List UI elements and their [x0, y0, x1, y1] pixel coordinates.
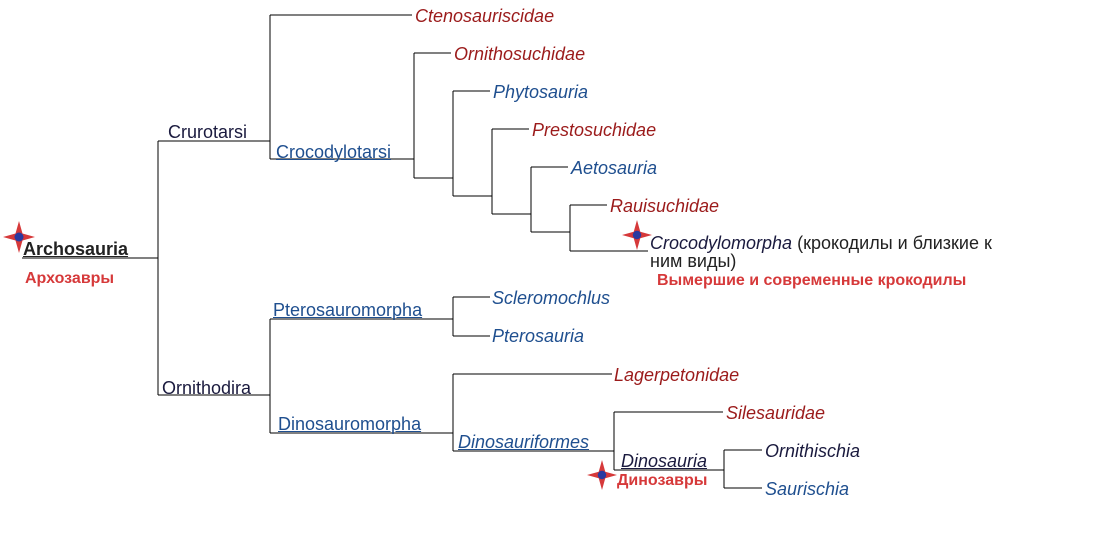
label-crocodylomorpha-note-cont: ним виды) [650, 251, 737, 271]
label-crocodylotarsi: Crocodylotarsi [276, 142, 392, 162]
label-archosauria: Archosauria [23, 239, 129, 259]
label-crocodylomorpha-note: (крокодилы и близкие к [792, 233, 992, 253]
label-pterosauria: Pterosauria [492, 326, 585, 346]
label-dinosauromorpha: Dinosauromorpha [278, 414, 422, 434]
label-ornithosuchidae: Ornithosuchidae [454, 44, 586, 64]
label-scleromochlus: Scleromochlus [492, 288, 611, 308]
label-ornithischia: Ornithischia [765, 441, 861, 461]
label-saurischia: Saurischia [765, 479, 850, 499]
label-dinosauriformes: Dinosauriformes [458, 432, 590, 452]
label-dinosaurs-ru: Динозавры [617, 472, 708, 489]
label-archosaurs-ru: Архозавры [25, 270, 115, 287]
star-icon [622, 220, 652, 250]
label-dinosauria: Dinosauria [621, 451, 708, 471]
label-rauisuchidae: Rauisuchidae [610, 196, 720, 216]
label-lagerpetonidae: Lagerpetonidae [614, 365, 740, 385]
label-crocodylomorpha-group: Crocodylomorpha (крокодилы и близкие к н… [650, 234, 992, 270]
label-ornithodira: Ornithodira [162, 378, 252, 398]
label-aetosauria: Aetosauria [571, 158, 658, 178]
label-crocodylomorpha: Crocodylomorpha [650, 233, 793, 253]
label-silesauridae: Silesauridae [726, 403, 826, 423]
label-phytosauria: Phytosauria [493, 82, 589, 102]
star-icon [587, 460, 617, 490]
label-crurotarsi: Crurotarsi [168, 122, 248, 142]
star-icon [3, 221, 35, 253]
label-pterosauromorpha: Pterosauromorpha [273, 300, 423, 320]
label-crocodiles-ru: Вымершие и современные крокодилы [657, 272, 967, 289]
label-ctenosauriscidae: Ctenosauriscidae [415, 6, 555, 26]
label-prestosuchidae: Prestosuchidae [532, 120, 657, 140]
